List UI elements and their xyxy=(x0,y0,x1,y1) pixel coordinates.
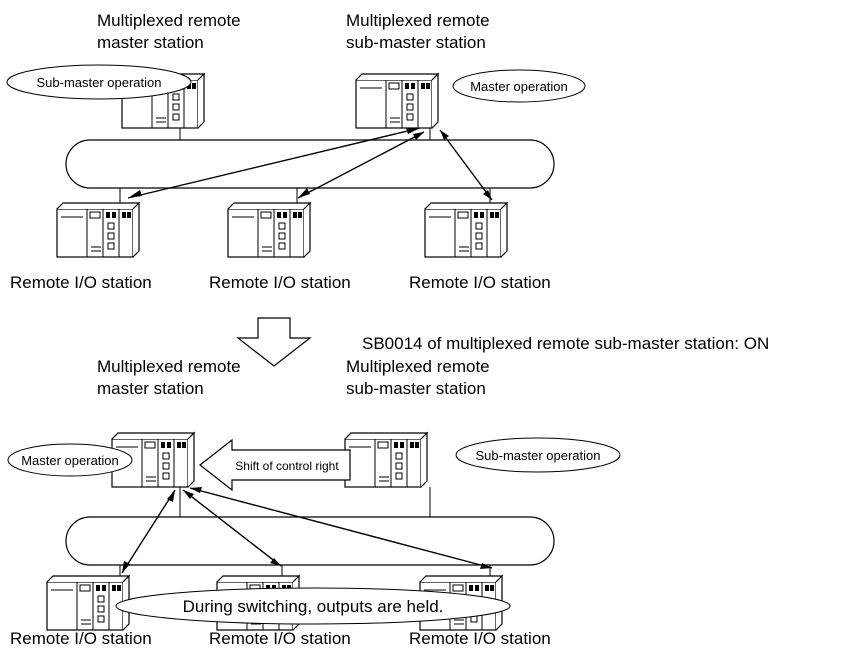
bottom-submaster-title-line1: Multiplexed remote xyxy=(346,357,490,376)
top-master-oval xyxy=(6,64,192,100)
hold-note-text: During switching, outputs are held. xyxy=(183,597,444,616)
hold-note-oval xyxy=(115,587,511,625)
shift-control-label: Shift of control right xyxy=(235,459,339,473)
top-submaster-station xyxy=(355,73,439,129)
shift-control-arrow xyxy=(199,438,351,492)
top-remote-label-2: Remote I/O station xyxy=(209,273,351,292)
bottom-master-oval xyxy=(7,443,133,477)
bottom-remote-station-1 xyxy=(46,575,130,631)
top-master-title-line2: master station xyxy=(97,33,204,52)
top-remote-label-3: Remote I/O station xyxy=(409,273,551,292)
bottom-remote-label-3: Remote I/O station xyxy=(409,629,551,648)
bottom-submaster-oval-text: Sub-master operation xyxy=(475,448,600,463)
bottom-remote-label-1: Remote I/O station xyxy=(10,629,152,648)
bottom-submaster-station xyxy=(344,432,428,488)
bottom-master-title-line2: master station xyxy=(97,379,204,398)
transition-down-arrow xyxy=(236,317,312,367)
top-remote-station-1 xyxy=(56,202,140,258)
bottom-master-title-line1: Multiplexed remote xyxy=(97,357,241,376)
top-submaster-oval-text: Master operation xyxy=(470,79,568,94)
top-master-oval-text: Sub-master operation xyxy=(36,75,161,90)
bottom-submaster-oval xyxy=(455,437,621,473)
top-master-title-line1: Multiplexed remote xyxy=(97,11,241,30)
top-remote-station-2 xyxy=(227,202,311,258)
bottom-remote-label-2: Remote I/O station xyxy=(209,629,351,648)
top-submaster-title-line2: sub-master station xyxy=(346,33,486,52)
transition-caption: SB0014 of multiplexed remote sub-master … xyxy=(362,334,770,353)
bottom-network-ring xyxy=(65,516,555,566)
bottom-master-oval-text: Master operation xyxy=(21,453,119,468)
top-submaster-oval xyxy=(452,69,586,103)
bottom-submaster-title-line2: sub-master station xyxy=(346,379,486,398)
top-remote-station-3 xyxy=(424,202,508,258)
top-remote-label-1: Remote I/O station xyxy=(10,273,152,292)
top-submaster-title-line1: Multiplexed remote xyxy=(346,11,490,30)
top-network-ring xyxy=(65,139,555,189)
